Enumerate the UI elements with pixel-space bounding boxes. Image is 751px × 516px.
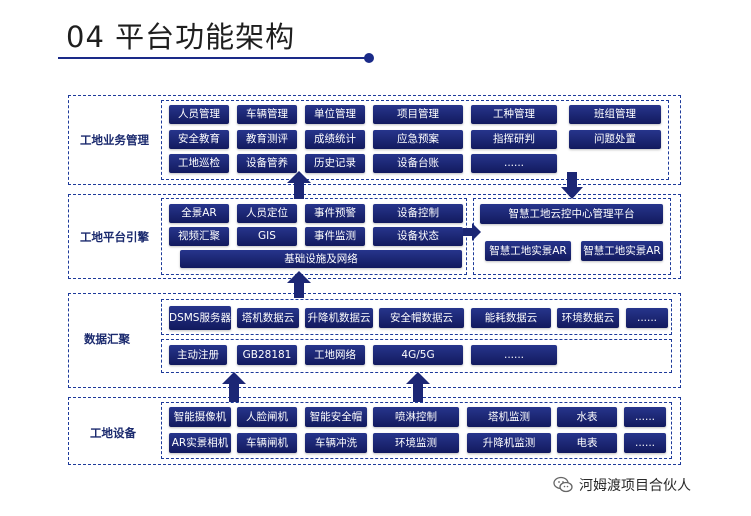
data-cloud-item: ......	[626, 308, 668, 328]
cloud-title: 智慧工地云控中心管理平台	[480, 204, 663, 224]
data-cloud-item: 环境数据云	[557, 308, 619, 328]
data-access-item: 4G/5G	[373, 345, 463, 365]
engine-item: 事件监测	[305, 227, 365, 246]
business-label: 工地业务管理	[80, 133, 149, 147]
watermark-text: 河姆渡项目合伙人	[579, 478, 691, 494]
data-cloud-item: 能耗数据云	[471, 308, 551, 328]
business-item: 历史记录	[305, 154, 365, 173]
business-item: 设备台账	[373, 154, 463, 173]
device-item: 喷淋控制	[373, 407, 459, 427]
data-access-item: 主动注册	[169, 345, 227, 365]
business-item: 设备管养	[237, 154, 297, 173]
arrow-up-icon	[287, 171, 311, 199]
data-access-item: GB28181	[237, 345, 297, 365]
cloud-item: 智慧工地实景AR	[581, 241, 663, 261]
wechat-icon	[553, 476, 573, 493]
engine-label: 工地平台引擎	[80, 230, 149, 244]
engine-item: GIS	[237, 227, 297, 246]
business-item: 人员管理	[169, 105, 229, 124]
device-item: 智能摄像机	[169, 407, 231, 427]
device-item: 车辆冲洗	[305, 433, 367, 453]
business-item: 工地巡检	[169, 154, 229, 173]
business-item: 项目管理	[373, 105, 463, 124]
arrow-right-icon	[463, 223, 481, 241]
engine-item: 全景AR	[169, 204, 229, 223]
device-item: 环境监测	[373, 433, 459, 453]
business-item: 应急预案	[373, 130, 463, 149]
watermark: 河姆渡项目合伙人	[553, 475, 691, 495]
business-item: 安全教育	[169, 130, 229, 149]
page-title: 04 平台功能架构	[66, 20, 296, 54]
device-item: 智能安全帽	[305, 407, 367, 427]
device-item: 电表	[557, 433, 617, 453]
arrow-down-icon	[561, 172, 583, 199]
engine-item: 事件预警	[305, 204, 365, 223]
engine-item: 视频汇聚	[169, 227, 229, 246]
device-item: ......	[624, 407, 666, 427]
device-item: 水表	[557, 407, 617, 427]
business-item: 班组管理	[569, 105, 661, 124]
business-item: 单位管理	[305, 105, 365, 124]
devices-label: 工地设备	[90, 426, 136, 440]
arrow-up-icon	[287, 271, 311, 298]
cloud-item: 智慧工地实景AR	[485, 241, 571, 261]
title-underline-dot	[364, 53, 374, 63]
data-cloud-item: 升降机数据云	[305, 308, 373, 328]
data-cloud-item: DSMS服务器	[169, 306, 231, 330]
business-item: 车辆管理	[237, 105, 297, 124]
device-item: 塔机监测	[467, 407, 551, 427]
device-item: 人脸闸机	[237, 407, 297, 427]
engine-base: 基础设施及网络	[180, 250, 462, 268]
title-underline	[58, 57, 370, 59]
arrow-up-icon	[406, 372, 430, 402]
business-item: 指挥研判	[471, 130, 557, 149]
data-cloud-item: 安全帽数据云	[379, 308, 464, 328]
device-item: 车辆闸机	[237, 433, 297, 453]
business-item: 问题处置	[569, 130, 661, 149]
device-item: 升降机监测	[467, 433, 551, 453]
data-inner-bottom	[161, 339, 672, 373]
data-cloud-item: 塔机数据云	[237, 308, 299, 328]
engine-item: 设备状态	[373, 227, 463, 246]
business-item: 成绩统计	[305, 130, 365, 149]
data-access-item: ......	[471, 345, 557, 365]
data-access-item: 工地网络	[305, 345, 365, 365]
engine-item: 设备控制	[373, 204, 463, 223]
device-item: AR实景相机	[169, 433, 231, 453]
engine-item: 人员定位	[237, 204, 297, 223]
device-item: ......	[624, 433, 666, 453]
business-item: 教育测评	[237, 130, 297, 149]
data-label: 数据汇聚	[84, 332, 130, 346]
business-item: ......	[471, 154, 557, 173]
business-item: 工种管理	[471, 105, 557, 124]
arrow-up-icon	[222, 372, 246, 402]
